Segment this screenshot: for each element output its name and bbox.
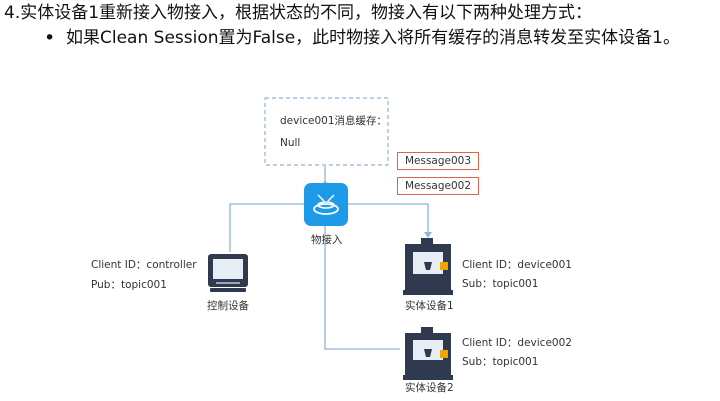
cache-box [264, 97, 389, 166]
hub-label: 物接入 [311, 234, 343, 246]
device1-client-id: Client ID：device001 [462, 259, 572, 271]
device2-icon [403, 327, 453, 380]
controller-label: 控制设备 [207, 300, 249, 312]
message-box-2: Message002 [397, 177, 479, 195]
controller-monitor-icon [208, 254, 248, 292]
device1-icon [403, 238, 453, 295]
device2-label: 实体设备2 [405, 382, 454, 394]
controller-client-id: Client ID：controller [91, 259, 197, 271]
hub-to-controller-line [229, 203, 304, 252]
hub-icon [304, 183, 348, 226]
heading-line: 4.实体设备1重新接入物接入，根据状态的不同，物接入有以下两种处理方式： [4, 3, 593, 23]
bullet-text: 如果Clean Session置为False，此时物接入将所有缓存的消息转发至实… [66, 28, 680, 48]
cache-value: Null [280, 137, 301, 149]
device2-sub: Sub：topic001 [462, 356, 539, 368]
cache-title: device001消息缓存： [280, 115, 388, 127]
message-box-1: Message003 [397, 152, 479, 170]
device1-label: 实体设备1 [405, 300, 454, 312]
controller-pub: Pub：topic001 [91, 279, 167, 291]
bullet-mark: • [44, 27, 56, 49]
arrowhead-down-icon [424, 232, 432, 238]
device1-sub: Sub：topic001 [462, 278, 539, 290]
hub-to-device1-line [346, 203, 429, 233]
device2-client-id: Client ID：device002 [462, 337, 572, 349]
hub-to-device2-line [324, 225, 400, 350]
